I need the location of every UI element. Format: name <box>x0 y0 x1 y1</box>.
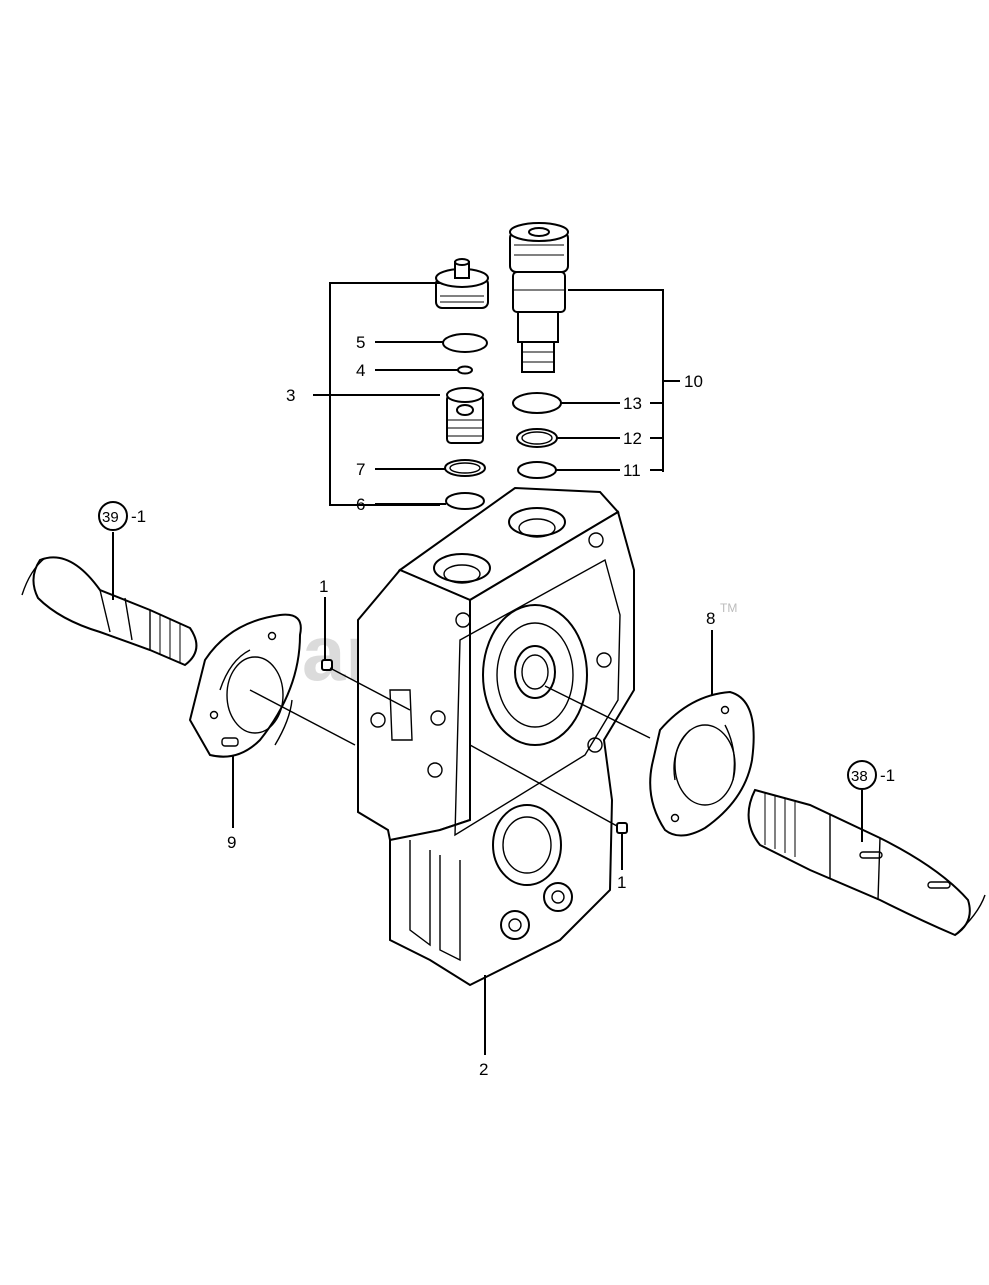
valve-body <box>357 486 635 987</box>
callout-1-right: 1 <box>617 873 626 892</box>
ref-38-suffix: -1 <box>880 766 895 785</box>
centerline-pin-right <box>469 744 618 827</box>
callout-12: 12 <box>623 429 642 448</box>
callout-3: 3 <box>286 386 295 405</box>
callout-2: 2 <box>479 1060 488 1079</box>
callout-11: 11 <box>623 461 641 480</box>
relief-valve-assembly-10 <box>509 222 569 479</box>
dowel-pin-right <box>616 822 628 834</box>
ref-39-circle <box>98 501 128 531</box>
centerline-right <box>544 685 651 739</box>
ref-38-number: 38 <box>851 768 868 785</box>
shaft-left <box>21 556 198 667</box>
leader-lines <box>112 282 863 1055</box>
callout-4: 4 <box>356 361 365 380</box>
shaft-right <box>747 788 986 937</box>
callout-10: 10 <box>684 372 703 391</box>
callout-labels: 3 5 4 7 6 10 13 12 11 1 1 8 9 2 39 -1 38… <box>98 333 895 1079</box>
callout-1-left: 1 <box>319 577 328 596</box>
port-plate-8 <box>649 690 755 837</box>
callout-9: 9 <box>227 833 236 852</box>
centerline-left <box>249 689 356 746</box>
callout-6: 6 <box>356 495 365 514</box>
ref-39-number: 39 <box>102 509 119 526</box>
port-plate-9 <box>188 613 302 758</box>
centerline-pin-left <box>329 667 411 711</box>
callout-13: 13 <box>623 394 642 413</box>
watermark-tm: TM <box>720 601 737 615</box>
ref-39-suffix: -1 <box>131 507 146 526</box>
callout-8: 8 <box>706 609 715 628</box>
callout-7: 7 <box>356 460 365 479</box>
cartridge-assembly-3 <box>435 258 489 510</box>
callout-5: 5 <box>356 333 365 352</box>
dowel-pin-left <box>321 659 333 671</box>
ref-38-circle <box>847 760 877 790</box>
